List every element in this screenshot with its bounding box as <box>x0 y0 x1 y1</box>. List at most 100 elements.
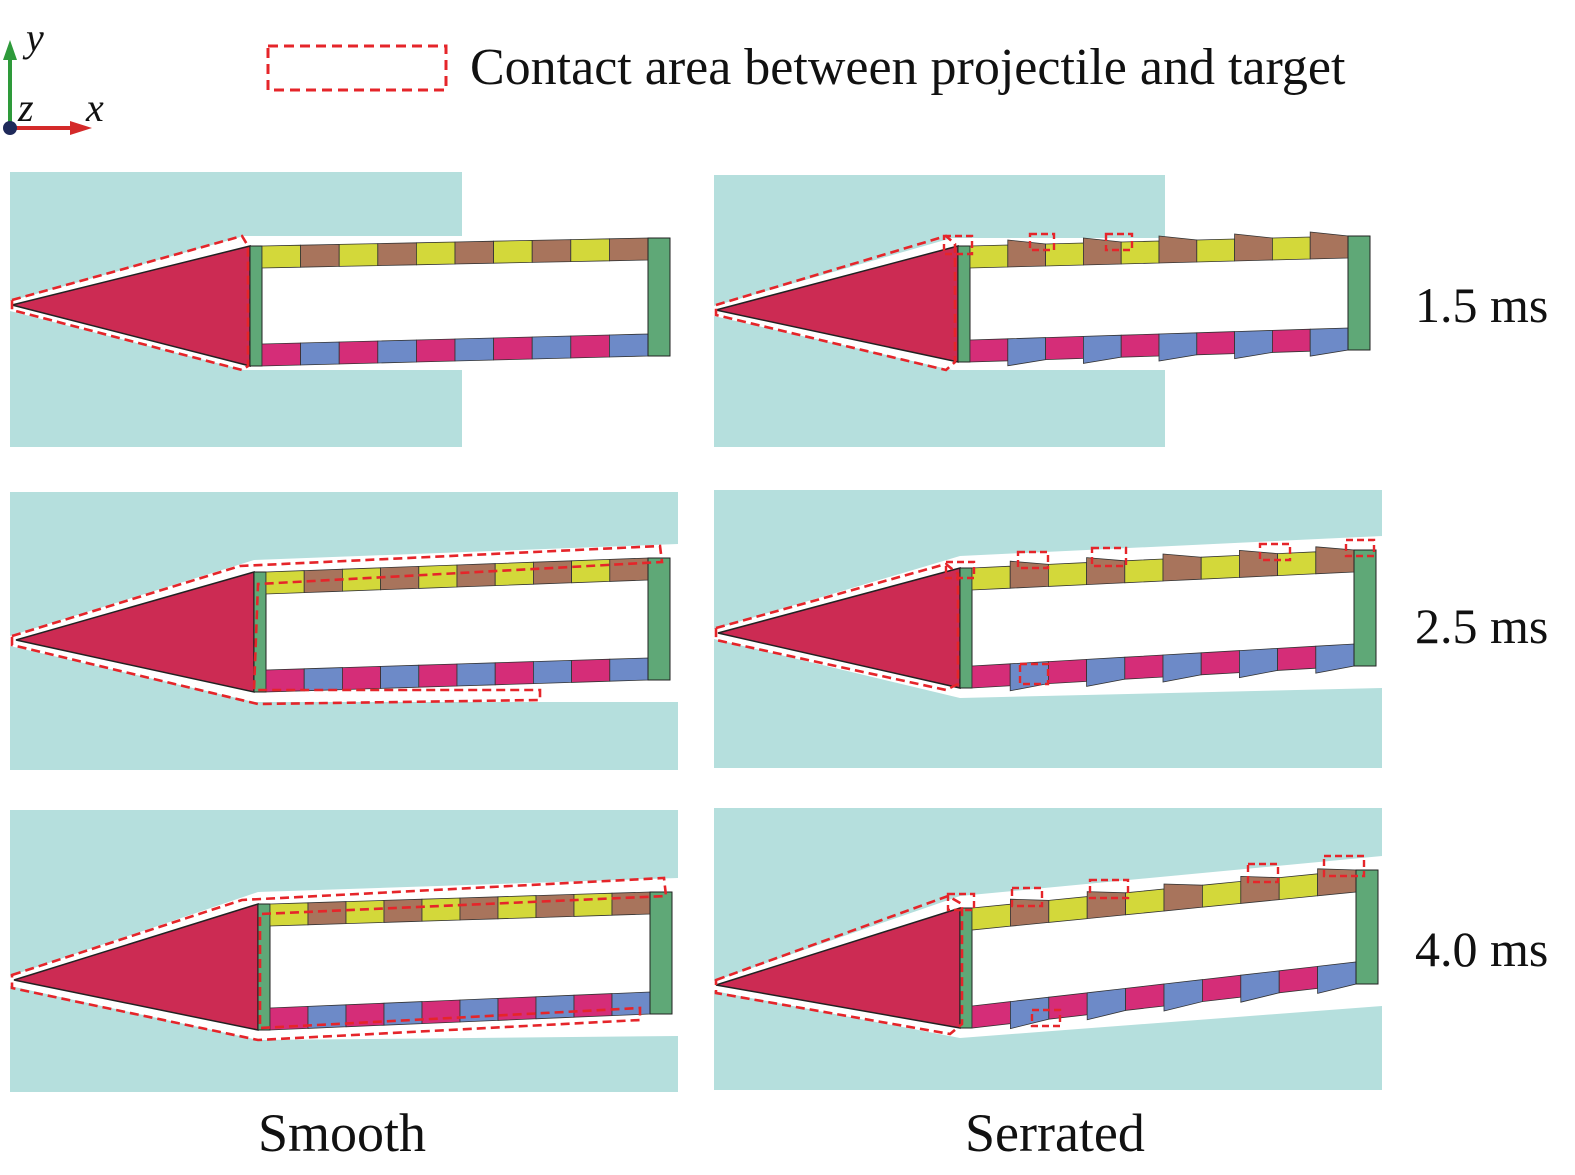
upper-wall-segment <box>269 902 309 927</box>
lower-wall-segment <box>971 663 1011 689</box>
contact-area-outline <box>10 876 668 1042</box>
upper-wall-segment <box>573 892 613 917</box>
panel-4 <box>714 490 1382 768</box>
lower-wall-segment <box>573 993 613 1018</box>
lower-wall-segment <box>531 335 572 360</box>
projectile-front-wall <box>957 245 971 363</box>
projectile-rear-wall <box>647 557 671 681</box>
upper-wall-segment <box>1083 237 1122 266</box>
contact-area-box <box>1010 886 1044 908</box>
time-label-2: 2.5 ms <box>1415 598 1549 654</box>
upper-wall-segment <box>1272 236 1311 261</box>
lower-wall-segment <box>1045 335 1084 361</box>
lower-wall-segment <box>415 338 456 363</box>
lower-wall-segment <box>1200 650 1240 676</box>
lower-wall-segment <box>307 1004 347 1029</box>
upper-wall-segment <box>456 563 496 588</box>
upper-wall-segment <box>1315 546 1355 575</box>
lower-wall-segment <box>1048 658 1087 685</box>
projectile-front-wall <box>959 567 973 689</box>
contact-area-outline <box>714 562 960 692</box>
lower-wall-segment <box>1048 992 1088 1020</box>
upper-wall-segment <box>570 238 610 263</box>
lower-wall-segment <box>303 667 343 692</box>
upper-wall-segment <box>1240 875 1280 904</box>
lower-wall-segment <box>1158 332 1198 362</box>
contact-area-box <box>1028 232 1056 252</box>
upper-wall-segment <box>969 244 1009 269</box>
upper-wall-segment <box>383 898 423 923</box>
x-axis-label: x <box>86 85 104 130</box>
contact-area-box <box>1246 862 1280 884</box>
upper-wall-segment <box>494 561 534 587</box>
contact-area-box <box>1090 546 1128 568</box>
upper-wall-segment <box>307 901 347 926</box>
lower-wall-segment <box>609 333 649 358</box>
upper-wall-segment <box>1239 549 1278 578</box>
upper-wall-segment <box>1158 235 1198 264</box>
y-axis-label: y <box>26 15 44 60</box>
upper-wall-segment <box>493 239 533 264</box>
contact-area-box <box>1016 550 1050 570</box>
contact-area-box <box>1088 878 1130 900</box>
panel-2 <box>714 175 1371 447</box>
contact-area-box <box>1322 854 1366 878</box>
lower-wall-segment <box>338 340 379 365</box>
lower-wall-segment <box>969 338 1009 363</box>
projectile-rear-wall <box>1353 549 1377 667</box>
contact-area-box <box>946 892 976 912</box>
upper-wall-segment <box>1120 240 1160 265</box>
lower-wall-segment <box>261 342 302 367</box>
upper-wall-segment <box>1309 231 1349 260</box>
upper-wall-segment <box>1009 560 1049 589</box>
lower-wall-segment <box>493 336 533 361</box>
upper-wall-segment <box>454 240 495 265</box>
upper-wall-segment <box>1048 562 1087 587</box>
upper-wall-segment <box>345 899 385 925</box>
lower-wall-segment <box>421 999 461 1025</box>
lower-wall-segment <box>1309 327 1349 357</box>
upper-wall-segment <box>1045 242 1084 267</box>
upper-wall-segment <box>531 239 572 263</box>
lower-wall-segment <box>535 994 575 1020</box>
upper-wall-segment <box>1162 553 1202 582</box>
lower-wall-segment <box>377 339 417 364</box>
lower-wall-segment <box>533 659 572 685</box>
upper-wall-segment <box>300 243 340 268</box>
lower-wall-segment <box>1202 974 1242 1003</box>
upper-wall-segment <box>1200 554 1240 580</box>
time-label-1: 1.5 ms <box>1415 277 1549 333</box>
contact-area-box <box>1018 662 1050 686</box>
contact-area-box <box>1344 538 1376 558</box>
upper-wall-segment <box>609 237 649 262</box>
upper-wall-segment <box>421 897 461 922</box>
column-label-smooth: Smooth <box>258 1103 427 1163</box>
lower-wall-segment <box>1124 654 1164 680</box>
upper-wall-segment <box>418 564 458 589</box>
projectile-rear-wall <box>649 891 673 1015</box>
upper-wall-segment <box>1234 233 1273 262</box>
panel-3 <box>10 492 678 770</box>
upper-wall-segment <box>380 565 420 591</box>
upper-wall-segment <box>971 903 1011 931</box>
lower-wall-segment <box>341 665 382 691</box>
lower-wall-segment <box>418 663 458 688</box>
upper-wall-segment <box>1196 238 1235 263</box>
lower-wall-segment <box>497 996 537 1021</box>
upper-wall-segment <box>1277 551 1317 577</box>
lower-wall-segment <box>611 991 651 1017</box>
upper-wall-segment <box>535 893 575 919</box>
lower-wall-segment <box>1272 328 1311 353</box>
z-axis-label: z <box>18 85 34 130</box>
upper-wall-segment <box>497 895 537 920</box>
panel-5 <box>10 810 678 1092</box>
panel-1 <box>10 172 671 447</box>
upper-wall-segment <box>377 242 417 267</box>
lower-wall-segment <box>265 668 305 693</box>
upper-wall-segment <box>1125 888 1165 916</box>
contact-area-outline <box>10 234 250 372</box>
upper-wall-segment <box>1278 873 1318 901</box>
time-label-3: 4.0 ms <box>1415 921 1549 977</box>
upper-wall-segment <box>338 243 379 267</box>
